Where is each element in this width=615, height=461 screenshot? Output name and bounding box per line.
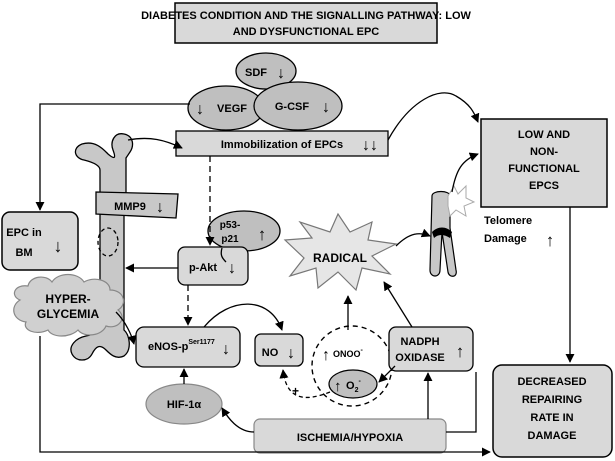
p53-p21-node: p53- p21 ↑ (207, 210, 281, 252)
telomere-label-1: Telomere (484, 215, 532, 227)
immobilization-node: Immobilization of EPCs ↓↓ (175, 130, 389, 157)
nadph-label-2: OXIDASE (395, 352, 445, 364)
hyperglycemia-label-2: GLYCEMIA (37, 307, 100, 321)
title-line-1: DIABETES CONDITION AND THE SIGNALLING PA… (141, 10, 471, 22)
pakt-node: p-Akt ↓ (177, 246, 249, 286)
radical-label: RADICAL (313, 251, 367, 265)
mmp9-label: MMP9 (114, 201, 146, 213)
telomere-damage-label: Telomere Damage ↑ (484, 215, 554, 250)
vegf-node: ↓ VEGF (187, 85, 265, 131)
link-ischemia-right (446, 372, 477, 433)
hyperglycemia-label-1: HYPER- (45, 292, 90, 306)
connectors (35, 92, 575, 457)
arrow-immobilization-to-low-epcs (387, 92, 480, 141)
immobilization-label: Immobilization of EPCs (221, 139, 343, 151)
vegf-down-arrow-icon: ↓ (196, 101, 204, 118)
low-epcs-line-3: FUNCTIONAL (508, 163, 580, 175)
epc-in-bm-label-2: BM (15, 247, 32, 259)
low-epcs-line-4: EPCS (529, 180, 559, 192)
low-epcs-line-2: NON- (530, 146, 558, 158)
low-epcs-line-1: LOW AND (518, 129, 570, 141)
arrow-chromosome-to-low-epcs (451, 152, 479, 193)
no-down-arrow-icon: ↓ (287, 345, 295, 362)
arrow-nadph-to-radical (383, 281, 413, 328)
repair-line-3: RATE IN (530, 412, 573, 424)
epc-in-bm-label-1: EPC in (6, 227, 42, 239)
radical-node: RADICAL (283, 212, 398, 292)
onoo-up-arrow-icon: ↑ (322, 347, 330, 364)
plus-sign-label: + (292, 384, 299, 398)
p53-label: p53- (220, 220, 241, 231)
enos-label: eNOS-pSer1177 (148, 339, 215, 353)
sdf-down-arrow-icon: ↓ (277, 65, 285, 82)
title-box: DIABETES CONDITION AND THE SIGNALLING PA… (141, 2, 472, 44)
chromosome-icon (429, 184, 476, 277)
hyperglycemia-node: HYPER- GLYCEMIA (13, 273, 125, 337)
pakt-label: p-Akt (189, 262, 217, 274)
hif-label: HIF-1α (167, 399, 202, 411)
no-label: NO (262, 347, 279, 359)
pakt-down-arrow-icon: ↓ (228, 260, 236, 277)
enos-node: eNOS-pSer1177 ↓ (135, 326, 241, 368)
enos-down-arrow-icon: ↓ (222, 341, 230, 358)
o2-up-arrow-icon: ↑ (334, 378, 342, 395)
repair-line-1: DECREASED (517, 376, 586, 388)
link-p53-pakt (220, 247, 227, 263)
no-node: NO ↓ (254, 333, 304, 367)
arrow-bone-to-immobilization (127, 137, 183, 149)
mmp9-down-arrow-icon: ↓ (156, 199, 164, 216)
gcsf-down-arrow-icon: ↓ (322, 99, 330, 116)
immobilization-double-down-arrow-icon: ↓↓ (362, 137, 378, 154)
title-line-2: AND DYSFUNCTIONAL EPC (233, 26, 380, 38)
bone-marrow-dashed-ellipse (97, 227, 119, 257)
onoo-label: ONOO- (333, 347, 364, 359)
hif-node: HIF-1α (145, 383, 223, 425)
arrow-vegf-to-epc-bm (35, 103, 190, 211)
nadph-up-arrow-icon: ↑ (456, 342, 465, 361)
onoo-o2-group: ↑ ONOO- ↑ O2- (311, 325, 393, 407)
arrow-o2-to-no (279, 369, 331, 399)
p21-label: p21 (221, 234, 239, 245)
o2-label: O2- (346, 378, 361, 394)
nadph-label-1: NADPH (400, 336, 439, 348)
gcsf-node: G-CSF ↓ (253, 81, 343, 131)
decreased-repair-node: DECREASED REPAIRING RATE IN DAMAGE (492, 364, 613, 458)
epc-in-bm-node: EPC in BM ↓ (1, 211, 79, 271)
repair-line-2: REPAIRING (522, 394, 582, 406)
mmp9-node: MMP9 ↓ (95, 191, 179, 219)
o2-ellipse (328, 369, 378, 399)
telomere-label-2: Damage (484, 233, 527, 245)
gcsf-label: G-CSF (275, 101, 310, 113)
ischemia-label: ISCHEMIA/HYPOXIA (297, 432, 403, 444)
arrow-radical-to-chromosome (395, 228, 431, 247)
ischemia-node: ISCHEMIA/HYPOXIA (253, 418, 447, 454)
epc-in-bm-down-arrow-icon: ↓ (54, 236, 63, 256)
vegf-label: VEGF (217, 103, 247, 115)
arrow-enos-to-no (203, 303, 284, 331)
sdf-label: SDF (245, 67, 267, 79)
p53-up-arrow-icon: ↑ (258, 225, 267, 244)
telomere-up-arrow-icon: ↑ (546, 231, 555, 250)
arrow-ischemia-to-hif (221, 407, 255, 433)
arrow-hyperglycemia-to-repair (39, 336, 491, 457)
arrow-nadph-to-o2 (378, 365, 396, 383)
repair-line-4: DAMAGE (528, 430, 577, 442)
arrow-hyperglycemia-to-enos (115, 311, 137, 345)
low-epcs-node: LOW AND NON- FUNCTIONAL EPCS (480, 118, 608, 208)
nadph-oxidase-node: NADPH OXIDASE ↑ (388, 326, 474, 372)
